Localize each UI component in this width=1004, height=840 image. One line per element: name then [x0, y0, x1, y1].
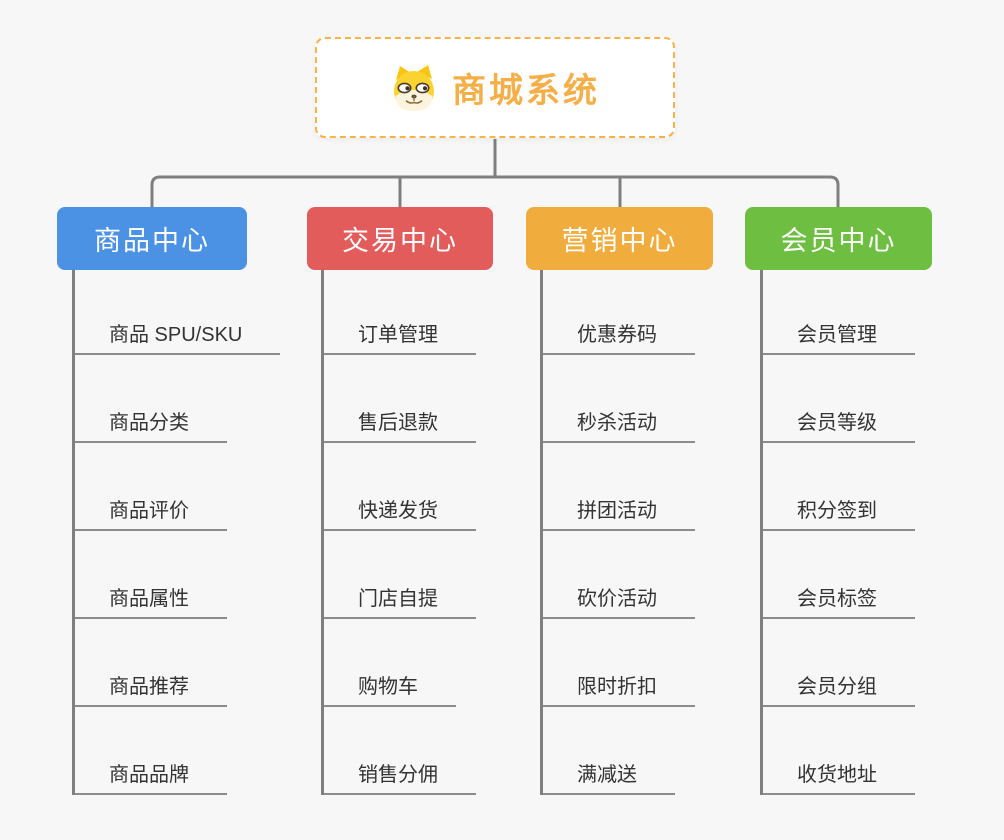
mindmap-node[interactable]: 拼团活动 [543, 494, 695, 531]
mindmap-node[interactable]: 会员等级 [763, 406, 915, 443]
leaf-row: 砍价活动 [543, 531, 778, 619]
mindmap-node[interactable]: 会员管理 [763, 318, 915, 355]
leaf-row: 满减送 [543, 707, 778, 795]
mindmap-node[interactable]: 满减送 [543, 758, 675, 795]
branch-node-member-center[interactable]: 会员中心 [745, 207, 932, 270]
mindmap-node[interactable]: 销售分佣 [324, 758, 476, 795]
mindmap-node[interactable]: 秒杀活动 [543, 406, 695, 443]
mindmap-node[interactable]: 砍价活动 [543, 582, 695, 619]
leaf-row: 商品品牌 [75, 707, 310, 795]
leaf-row: 会员管理 [763, 270, 998, 355]
mindmap-node[interactable]: 门店自提 [324, 582, 476, 619]
mindmap-node[interactable]: 商品分类 [75, 406, 227, 443]
leaf-row: 秒杀活动 [543, 355, 778, 443]
root-node-mall-system[interactable]: 商城系统 [315, 37, 675, 138]
leaf-row: 门店自提 [324, 531, 559, 619]
mindmap-node[interactable]: 积分签到 [763, 494, 915, 531]
root-title: 商城系统 [452, 72, 600, 110]
branch-children-member: 会员管理 会员等级 积分签到 会员标签 会员分组 收货地址 [760, 270, 998, 795]
mindmap-node[interactable]: 售后退款 [324, 406, 476, 443]
branch-node-product-center[interactable]: 商品中心 [57, 207, 247, 270]
leaf-row: 商品推荐 [75, 619, 310, 707]
mindmap-node[interactable]: 商品推荐 [75, 670, 227, 707]
mindmap-node[interactable]: 订单管理 [324, 318, 476, 355]
leaf-row: 快递发货 [324, 443, 559, 531]
doge-icon [394, 64, 434, 111]
leaf-row: 会员标签 [763, 531, 998, 619]
leaf-row: 商品属性 [75, 531, 310, 619]
leaf-row: 会员分组 [763, 619, 998, 707]
mindmap-node[interactable]: 商品评价 [75, 494, 227, 531]
leaf-row: 商品评价 [75, 443, 310, 531]
leaf-row: 购物车 [324, 619, 559, 707]
mindmap-node[interactable]: 会员分组 [763, 670, 915, 707]
mindmap-node[interactable]: 购物车 [324, 670, 456, 707]
leaf-row: 商品 SPU/SKU [75, 270, 310, 355]
mindmap-node[interactable]: 商品属性 [75, 582, 227, 619]
mindmap-node[interactable]: 优惠券码 [543, 318, 695, 355]
branch-node-marketing-center[interactable]: 营销中心 [526, 207, 713, 270]
mindmap-node[interactable]: 收货地址 [763, 758, 915, 795]
branch-children-trade: 订单管理 售后退款 快递发货 门店自提 购物车 销售分佣 [321, 270, 559, 795]
leaf-row: 收货地址 [763, 707, 998, 795]
mindmap-node[interactable]: 会员标签 [763, 582, 915, 619]
branch-node-trade-center[interactable]: 交易中心 [307, 207, 493, 270]
mindmap-node[interactable]: 限时折扣 [543, 670, 695, 707]
mindmap-node[interactable]: 快递发货 [324, 494, 476, 531]
leaf-row: 销售分佣 [324, 707, 559, 795]
branch-children-marketing: 优惠券码 秒杀活动 拼团活动 砍价活动 限时折扣 满减送 [540, 270, 778, 795]
mindmap-node[interactable]: 商品 SPU/SKU [75, 318, 281, 355]
leaf-row: 拼团活动 [543, 443, 778, 531]
leaf-row: 订单管理 [324, 270, 559, 355]
leaf-row: 积分签到 [763, 443, 998, 531]
leaf-row: 售后退款 [324, 355, 559, 443]
mindmap-node[interactable]: 商品品牌 [75, 758, 227, 795]
leaf-row: 限时折扣 [543, 619, 778, 707]
leaf-row: 会员等级 [763, 355, 998, 443]
branch-children-product: 商品 SPU/SKU 商品分类 商品评价 商品属性 商品推荐 商品品牌 [72, 270, 310, 795]
leaf-row: 优惠券码 [543, 270, 778, 355]
leaf-row: 商品分类 [75, 355, 310, 443]
